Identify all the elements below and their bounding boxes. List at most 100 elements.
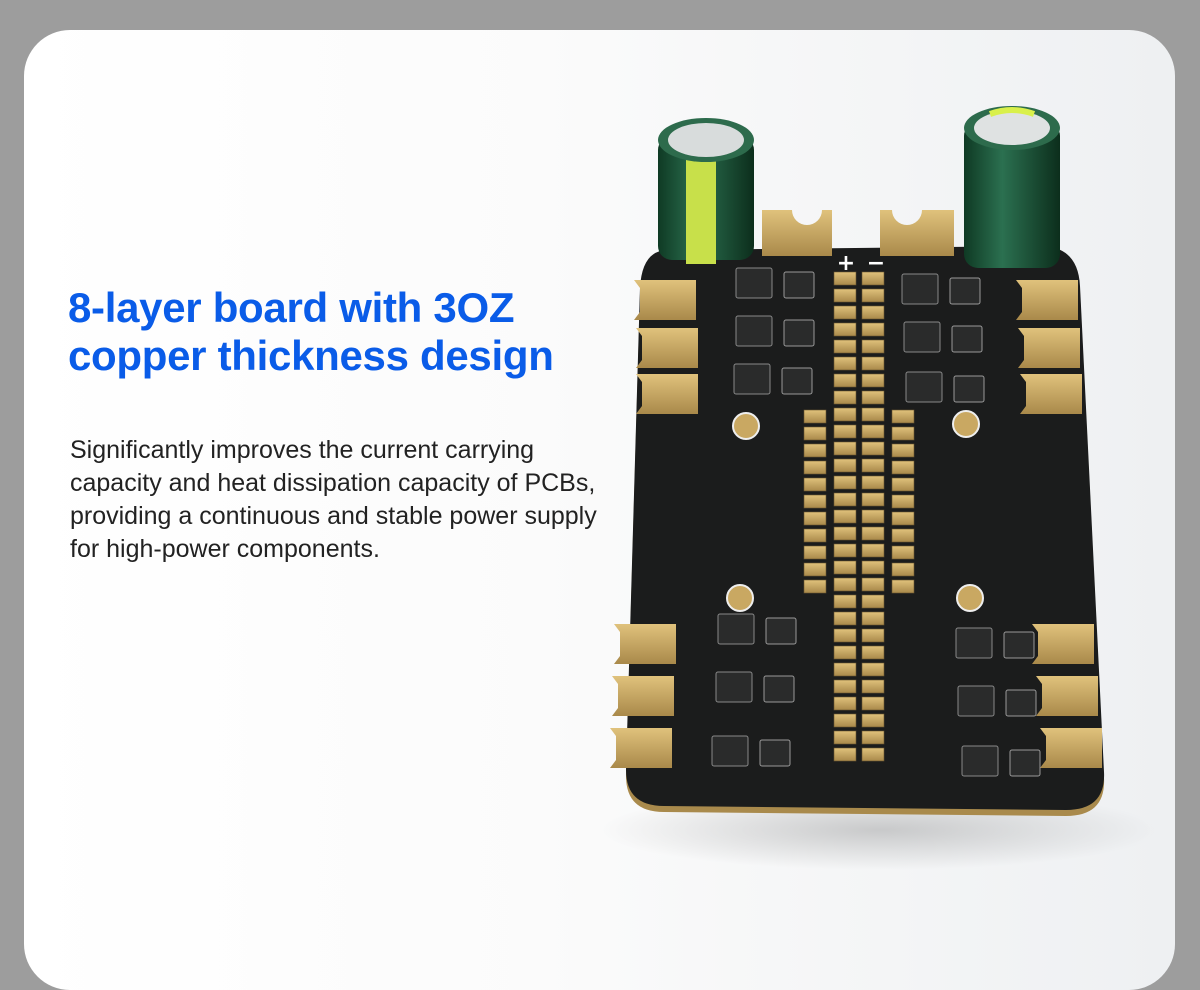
smd-capacitor <box>833 305 857 320</box>
smd-capacitor <box>861 611 885 626</box>
driver-chip <box>765 617 797 645</box>
smd-capacitor <box>861 543 885 558</box>
smd-capacitor <box>891 477 915 492</box>
driver-chip <box>951 325 983 353</box>
smd-capacitor <box>833 747 857 762</box>
solder-pad <box>614 624 676 664</box>
driver-chip <box>1003 631 1035 659</box>
solder-pad <box>612 676 674 716</box>
smd-capacitor-array <box>803 271 915 762</box>
smd-capacitor <box>861 730 885 745</box>
smd-capacitor <box>861 424 885 439</box>
smd-capacitor <box>833 373 857 388</box>
heading-line-2: copper thickness design <box>68 332 554 379</box>
smd-capacitor <box>833 407 857 422</box>
polarity-minus-label: − <box>867 251 885 276</box>
smd-capacitor <box>861 645 885 660</box>
driver-chip <box>953 375 985 403</box>
smd-capacitor <box>891 426 915 441</box>
smd-capacitor <box>861 305 885 320</box>
mosfet-chip <box>905 371 943 403</box>
smd-capacitor <box>803 460 827 475</box>
solder-pad <box>634 280 696 320</box>
smd-capacitor <box>861 441 885 456</box>
smd-capacitor <box>861 713 885 728</box>
mosfet-chip <box>961 745 999 777</box>
smd-capacitor <box>833 679 857 694</box>
smd-capacitor <box>861 322 885 337</box>
pcb-product-image: + − <box>600 106 1160 870</box>
smd-capacitor <box>833 339 857 354</box>
electrolytic-capacitor-left <box>658 118 754 264</box>
mosfet-chip <box>711 735 749 767</box>
smd-capacitor <box>861 356 885 371</box>
solder-pad <box>1032 624 1094 664</box>
smd-capacitor <box>861 509 885 524</box>
mosfet-chip <box>957 685 995 717</box>
smd-capacitor <box>833 594 857 609</box>
smd-capacitor <box>833 322 857 337</box>
solder-pad <box>1040 728 1102 768</box>
smd-capacitor <box>861 662 885 677</box>
solder-pad <box>636 328 698 368</box>
smd-capacitor <box>803 579 827 594</box>
smd-capacitor <box>861 628 885 643</box>
driver-chip <box>783 271 815 299</box>
driver-chip <box>783 319 815 347</box>
smd-capacitor <box>803 562 827 577</box>
smd-capacitor <box>833 628 857 643</box>
smd-capacitor <box>861 390 885 405</box>
feature-description: Significantly improves the current carry… <box>70 436 597 563</box>
smd-capacitor <box>891 494 915 509</box>
smd-capacitor <box>891 562 915 577</box>
smd-capacitor <box>891 409 915 424</box>
smd-capacitor <box>861 339 885 354</box>
smd-capacitor <box>861 577 885 592</box>
side-pads <box>610 280 1102 768</box>
mosfet-chip <box>955 627 993 659</box>
smd-capacitor <box>803 528 827 543</box>
mosfet-chip <box>735 267 773 299</box>
smd-capacitor <box>861 373 885 388</box>
smd-capacitor <box>833 458 857 473</box>
solder-pad <box>610 728 672 768</box>
smd-capacitor <box>833 390 857 405</box>
smd-capacitor <box>891 511 915 526</box>
smd-capacitor <box>861 526 885 541</box>
smd-capacitor <box>833 645 857 660</box>
smd-capacitor <box>861 458 885 473</box>
mosfet-chip <box>735 315 773 347</box>
smd-capacitor <box>833 730 857 745</box>
smd-capacitor <box>833 441 857 456</box>
smd-capacitor <box>803 426 827 441</box>
mosfet-chip <box>901 273 939 305</box>
mosfet-chip <box>717 613 755 645</box>
driver-chip <box>763 675 795 703</box>
smd-capacitor <box>861 696 885 711</box>
smd-capacitor <box>861 560 885 575</box>
mounting-holes <box>726 410 984 612</box>
smd-capacitor <box>861 594 885 609</box>
smd-capacitor <box>861 679 885 694</box>
solder-pad <box>1018 328 1080 368</box>
smd-capacitor <box>833 713 857 728</box>
feature-heading: 8-layer board with 3OZ copper thickness … <box>68 284 554 380</box>
mosfet-chips <box>711 267 1041 777</box>
driver-chip <box>759 739 791 767</box>
smd-capacitor <box>861 288 885 303</box>
solder-pad <box>1020 374 1082 414</box>
solder-pad <box>1036 676 1098 716</box>
smd-capacitor <box>891 460 915 475</box>
top-pad-right <box>880 210 954 256</box>
smd-capacitor <box>833 696 857 711</box>
solder-pad <box>636 374 698 414</box>
mosfet-chip <box>733 363 771 395</box>
smd-capacitor <box>803 477 827 492</box>
smd-capacitor <box>833 475 857 490</box>
smd-capacitor <box>803 494 827 509</box>
heading-line-1: 8-layer board with 3OZ <box>68 284 515 331</box>
electrolytic-capacitor-right <box>964 106 1060 268</box>
smd-capacitor <box>833 543 857 558</box>
smd-capacitor <box>891 528 915 543</box>
smd-capacitor <box>833 509 857 524</box>
